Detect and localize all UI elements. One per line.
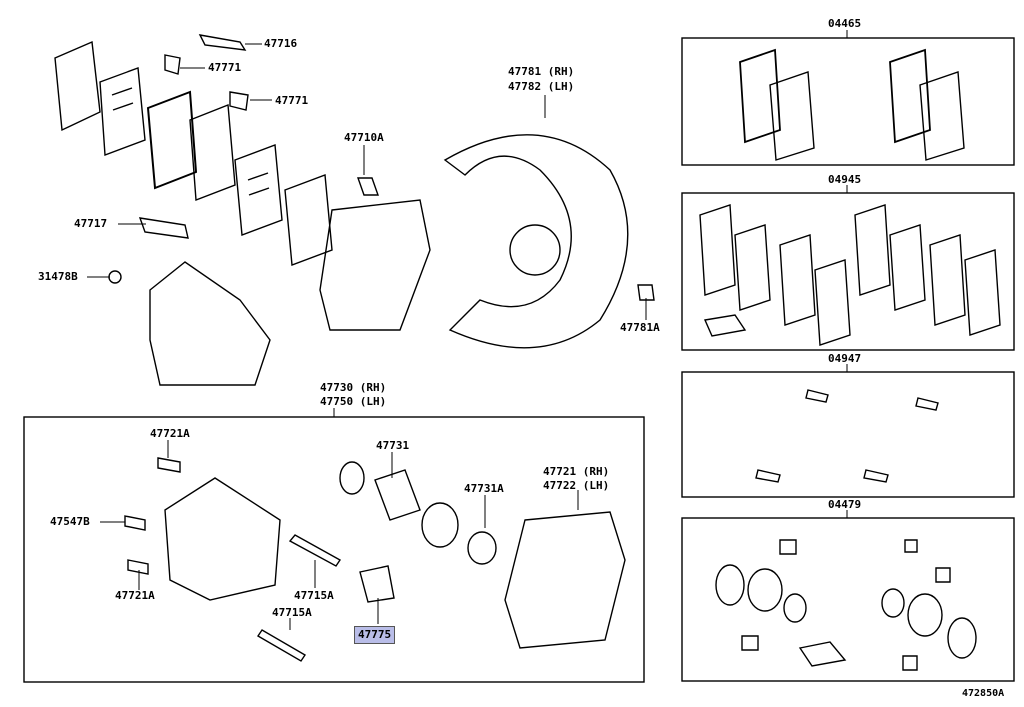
bracket-illustration (319, 199, 431, 331)
part-label-47782: 47782 (LH) (508, 80, 575, 93)
shim-47771b-illustration (229, 91, 249, 111)
kit-label-04479: 04479 (828, 498, 862, 511)
part-label-47547b: 47547B (50, 515, 90, 528)
knuckle-illustration (149, 261, 271, 386)
part-label-47731a: 47731A (464, 482, 504, 495)
kit-label-04945: 04945 (828, 173, 862, 186)
part-label-47715a-1: 47715A (294, 589, 334, 602)
part-label-47710a: 47710A (344, 131, 384, 144)
bracket-47721-illustration (504, 511, 626, 649)
part-label-47722: 47722 (LH) (543, 479, 610, 492)
bolt-47721a-bottom-illustration (127, 559, 149, 575)
part-label-47771-b: 47771 (275, 94, 309, 107)
part-label-47771: 47771 (208, 61, 242, 74)
caliper-assembly-box (23, 416, 645, 683)
part-label-47730: 47730 (RH) (320, 381, 387, 394)
part-label-47716: 47716 (264, 37, 298, 50)
part-label-31478b: 31478B (38, 270, 78, 283)
cap-31478b-illustration (108, 270, 122, 284)
part-label-47721: 47721 (RH) (543, 465, 610, 478)
brake-pads-illustration (54, 40, 333, 266)
part-label-47750: 47750 (LH) (320, 395, 387, 408)
seal-ring-illustration (339, 461, 365, 495)
bleeder-47547b-illustration (124, 515, 146, 531)
kit-04479-seals-illustration (715, 539, 977, 671)
dust-shield-illustration (443, 134, 629, 349)
bolt-47710a-illustration (357, 177, 379, 196)
kit-04479-box (681, 517, 1015, 682)
kit-04465-box (681, 37, 1015, 166)
pin-47715a-2-illustration (257, 629, 306, 662)
caliper-body-illustration (164, 477, 281, 601)
shield-hub-illustration (509, 224, 561, 276)
bolt-47721a-top-illustration (157, 457, 181, 473)
pin-47715a-1-illustration (288, 534, 342, 567)
clip-47716-illustration (198, 34, 247, 51)
part-label-47781a: 47781A (620, 321, 660, 334)
part-label-47775-highlighted[interactable]: 47775 (354, 626, 396, 644)
kit-04465-pads-illustration (739, 48, 965, 161)
part-label-47781: 47781 (RH) (508, 65, 575, 78)
piston-47731-illustration (374, 469, 421, 521)
bolt-47781a-illustration (637, 284, 655, 301)
part-label-47721a-top: 47721A (150, 427, 190, 440)
part-label-47731: 47731 (376, 439, 410, 452)
kit-04945-box (681, 192, 1015, 351)
kit-04947-box (681, 371, 1015, 498)
piston-boot-illustration (421, 502, 459, 548)
seal-47731a-illustration (467, 531, 497, 565)
clip-47717-illustration (138, 217, 189, 239)
boot-47775-illustration (359, 565, 395, 603)
figure-id: 472850A (962, 688, 1005, 699)
kit-label-04947: 04947 (828, 352, 862, 365)
part-label-47721a-bottom: 47721A (115, 589, 155, 602)
kit-04947-clips-illustration (755, 389, 939, 483)
part-label-47717: 47717 (74, 217, 108, 230)
kit-label-04465: 04465 (828, 17, 862, 30)
part-label-47715a-2: 47715A (272, 606, 312, 619)
kit-04945-shims-illustration (699, 204, 1001, 346)
shim-47771-illustration (164, 54, 181, 75)
